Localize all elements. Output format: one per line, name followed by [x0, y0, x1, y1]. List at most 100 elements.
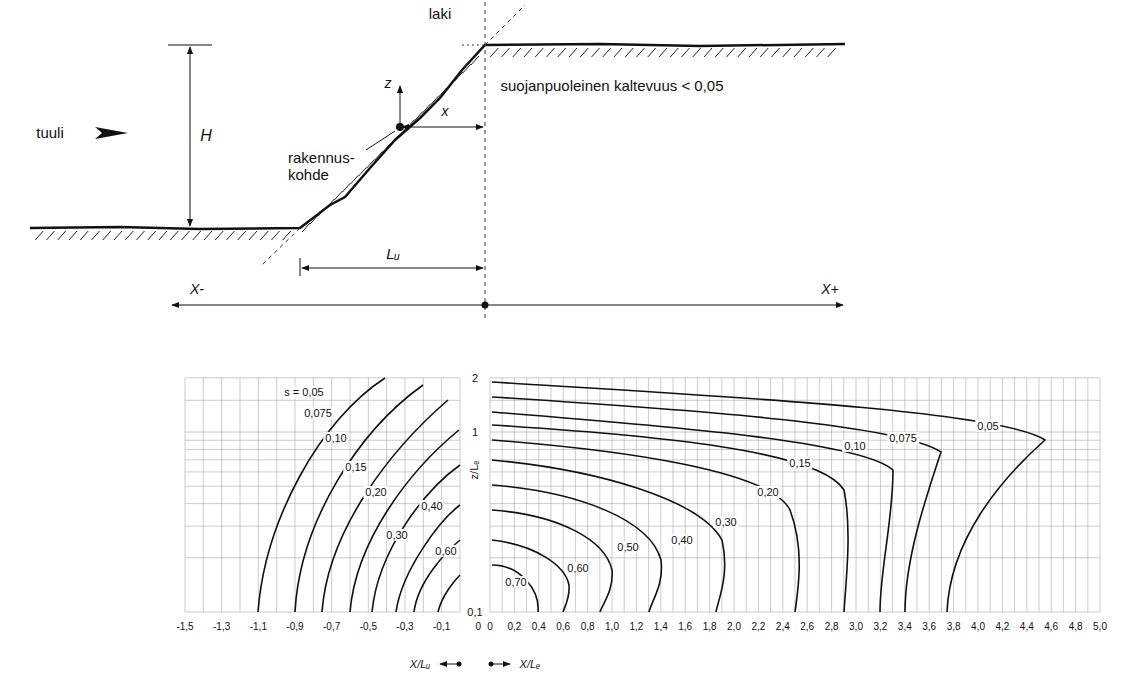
tick-label: 0,4	[532, 621, 546, 632]
contour-line	[396, 505, 460, 612]
grid-line	[746, 378, 747, 612]
hatch-stroke	[817, 48, 825, 57]
grid-line	[538, 378, 539, 612]
grid-line	[1100, 378, 1101, 612]
chart-grid	[185, 378, 1100, 612]
hatch-stroke	[558, 48, 566, 57]
direction-arrow	[492, 664, 510, 665]
hatch-stroke	[648, 48, 656, 57]
contour-label: 0,60	[433, 545, 458, 557]
grid-line	[1063, 378, 1064, 612]
grid-line	[673, 378, 674, 612]
grid-line	[1087, 378, 1088, 612]
grid-line	[953, 378, 954, 612]
z-axis-arrow	[400, 86, 401, 127]
tick-label: 0,8	[581, 621, 595, 632]
x-dimension	[402, 127, 483, 128]
contour-line	[414, 540, 460, 612]
grid-line	[904, 378, 905, 612]
figure-label: rakennus- kohde	[288, 150, 362, 183]
origin-dot	[489, 662, 494, 667]
hatch-stroke	[805, 48, 813, 57]
grid-line	[185, 486, 460, 487]
grid-line	[276, 378, 277, 612]
ground-hatching	[35, 48, 836, 240]
tick-label: 3,4	[898, 621, 912, 632]
slope-extension	[485, 5, 525, 45]
grid-line	[185, 459, 460, 460]
hatch-stroke	[659, 48, 667, 57]
grid-line	[624, 378, 625, 612]
contour-label: 0,40	[669, 534, 694, 546]
direction-arrow	[440, 664, 458, 665]
axis-label: 0,1	[465, 606, 484, 618]
hatch-stroke	[204, 231, 212, 240]
tick-label: 3,2	[873, 621, 887, 632]
wind-arrow	[95, 127, 128, 139]
hatch-stroke	[715, 48, 723, 57]
grid-line	[349, 378, 350, 612]
grid-line	[441, 378, 442, 612]
contour-line	[322, 400, 448, 612]
contour-label: 0,05	[975, 420, 1000, 432]
axis-label: 2	[470, 372, 480, 384]
hatch-stroke	[249, 231, 257, 240]
grid-line	[490, 378, 491, 612]
tick-label: 4,6	[1044, 621, 1058, 632]
tick-label: 1,0	[605, 621, 619, 632]
grid-line	[423, 378, 424, 612]
contour-label: 0,20	[363, 486, 388, 498]
tick-label: 2,0	[727, 621, 741, 632]
hatch-stroke	[260, 231, 268, 240]
tick-label: 2,6	[800, 621, 814, 632]
grid-line	[1002, 378, 1003, 612]
slope-extension	[262, 228, 300, 265]
grid-line	[965, 378, 966, 612]
contour-label: 0,075	[887, 432, 919, 444]
site-dot	[396, 123, 404, 131]
figure-label: x	[442, 104, 449, 119]
hatch-stroke	[535, 48, 543, 57]
grid-line	[185, 400, 460, 401]
hatch-stroke	[502, 48, 510, 57]
grid-line	[1051, 378, 1052, 612]
tick-label: 3,8	[947, 621, 961, 632]
hatch-stroke	[704, 48, 712, 57]
hatch-stroke	[58, 231, 66, 240]
grid-line	[490, 557, 1100, 558]
hatch-stroke	[170, 231, 178, 240]
tick-label: 3,0	[849, 621, 863, 632]
tick-label: -0,1	[433, 621, 450, 632]
grid-line	[1039, 378, 1040, 612]
hatch-stroke	[693, 48, 701, 57]
tick-label: 2,8	[825, 621, 839, 632]
hatch-stroke	[614, 48, 622, 57]
figure-label: z	[385, 76, 392, 91]
grid-line	[941, 378, 942, 612]
grid-line	[490, 486, 1100, 487]
hatch-stroke	[760, 48, 768, 57]
contour-group	[258, 378, 1045, 612]
grid-line	[551, 378, 552, 612]
grid-line	[185, 471, 460, 472]
grid-line	[587, 378, 588, 612]
grid-line	[563, 378, 564, 612]
dimension-tick	[300, 258, 301, 276]
hatch-stroke	[215, 231, 223, 240]
grid-line	[978, 378, 979, 612]
figure-label: H	[200, 127, 212, 145]
grid-line	[856, 378, 857, 612]
contour-line	[492, 425, 848, 612]
grid-line	[185, 449, 460, 450]
hatch-stroke	[670, 48, 678, 57]
grid-line	[1026, 378, 1027, 612]
contour-line	[295, 385, 423, 612]
tick-label: -1,1	[250, 621, 267, 632]
terrain-profile	[30, 44, 845, 229]
hatch-stroke	[35, 231, 43, 240]
hatch-stroke	[738, 48, 746, 57]
contour-line	[350, 430, 459, 612]
grid-line	[636, 378, 637, 612]
grid-line	[203, 378, 204, 612]
